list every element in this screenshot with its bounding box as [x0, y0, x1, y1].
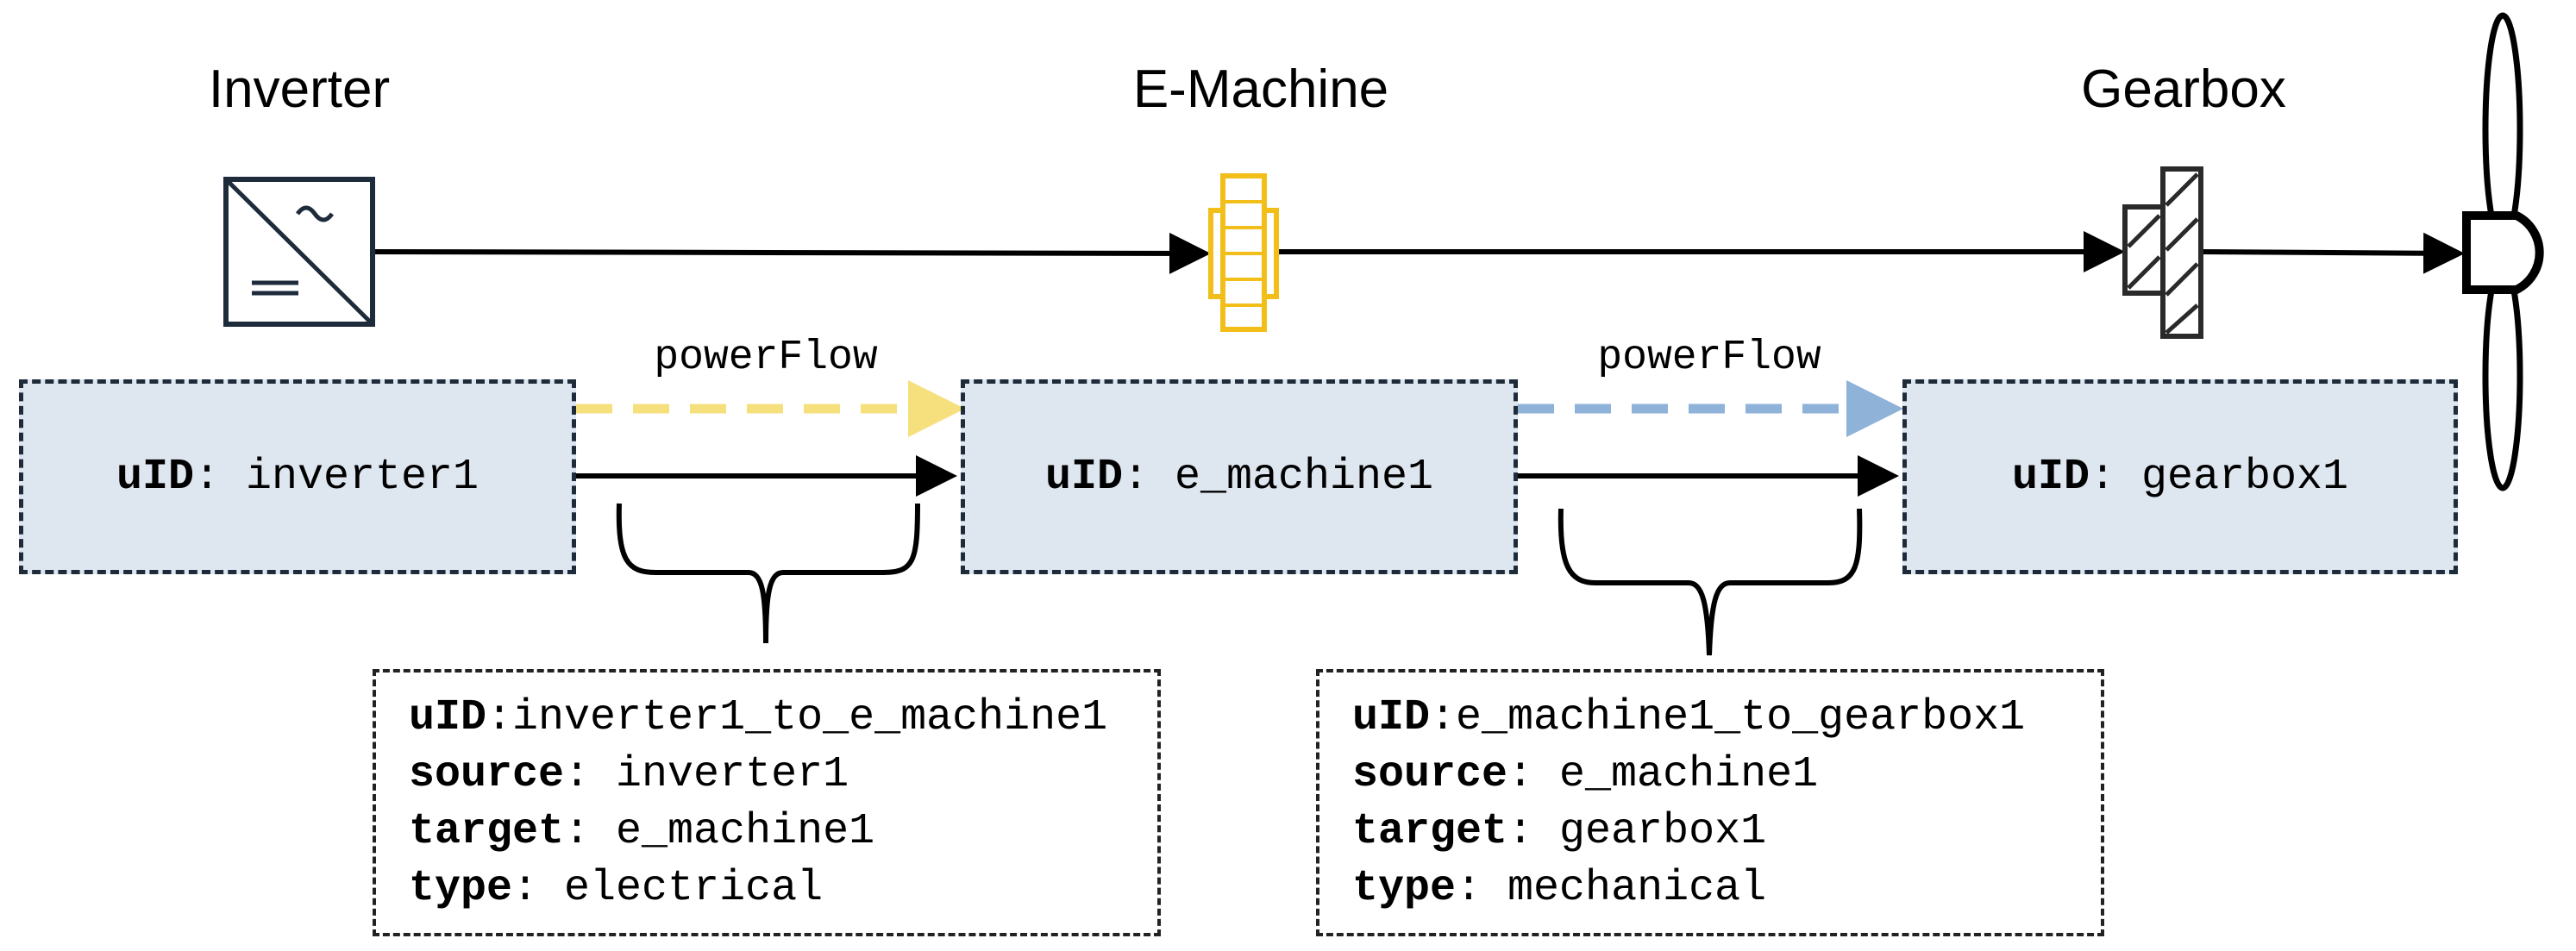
detail-value: gearbox1	[1559, 807, 1767, 856]
propeller-icon	[2462, 12, 2544, 491]
connection-detail-2: uID:e_machine1_to_gearbox1 source: e_mac…	[1316, 669, 2104, 936]
node-value: inverter1	[245, 452, 479, 502]
detail-key: type	[1352, 864, 1457, 913]
node-separator: :	[2089, 452, 2141, 502]
detail-value: inverter1_to_e_machine1	[512, 693, 1108, 742]
detail-row-uid: uID:e_machine1_to_gearbox1	[1352, 693, 2026, 742]
detail-value: electrical	[564, 864, 824, 913]
line-inverter-to-emachine	[372, 232, 1211, 274]
heading-gearbox: Gearbox	[2081, 59, 2286, 119]
node-separator: :	[1122, 452, 1175, 502]
node-gearbox: uID: gearbox1	[1902, 379, 2458, 574]
detail-key: target	[409, 807, 565, 856]
node-value: e_machine1	[1174, 452, 1434, 502]
node-key: uID	[116, 452, 194, 502]
node-key: uID	[2011, 452, 2090, 502]
node-inverter: uID: inverter1	[19, 379, 576, 574]
brace-connection-1	[616, 503, 920, 644]
powerflow-label-mechanical: powerFlow	[1597, 335, 1821, 381]
detail-key: uID	[409, 693, 487, 742]
line-gearbox-to-propeller	[2200, 232, 2465, 274]
heading-e-machine: E-Machine	[1132, 59, 1389, 119]
node-key: uID	[1044, 452, 1123, 502]
detail-key: uID	[1352, 693, 1431, 742]
detail-value: mechanical	[1507, 864, 1767, 913]
powerflow-label-electrical: powerFlow	[654, 335, 878, 381]
detail-value: e_machine1_to_gearbox1	[1456, 693, 2026, 742]
detail-key: target	[1352, 807, 1508, 856]
detail-value: e_machine1	[1559, 750, 1819, 799]
detail-row-target: target: e_machine1	[409, 807, 875, 856]
connection-detail-1: uID:inverter1_to_e_machine1 source: inve…	[373, 669, 1161, 936]
detail-row-type: type: electrical	[409, 864, 824, 913]
detail-row-source: source: inverter1	[409, 750, 849, 799]
node-separator: :	[193, 452, 246, 502]
inverter-icon	[223, 177, 375, 327]
gearbox-icon	[2122, 166, 2203, 339]
detail-key: source	[409, 750, 565, 799]
brace-connection-2	[1558, 508, 1863, 656]
detail-row-source: source: e_machine1	[1352, 750, 1819, 799]
e-machine-icon	[1208, 173, 1279, 332]
node-value: gearbox1	[2140, 452, 2349, 502]
node-e-machine: uID: e_machine1	[961, 379, 1518, 574]
detail-row-target: target: gearbox1	[1352, 807, 1767, 856]
detail-row-uid: uID:inverter1_to_e_machine1	[409, 693, 1108, 742]
detail-row-type: type: mechanical	[1352, 864, 1767, 913]
detail-key: type	[409, 864, 513, 913]
detail-value: e_machine1	[616, 807, 875, 856]
heading-inverter: Inverter	[208, 59, 391, 119]
detail-value: inverter1	[616, 750, 849, 799]
detail-key: source	[1352, 750, 1508, 799]
